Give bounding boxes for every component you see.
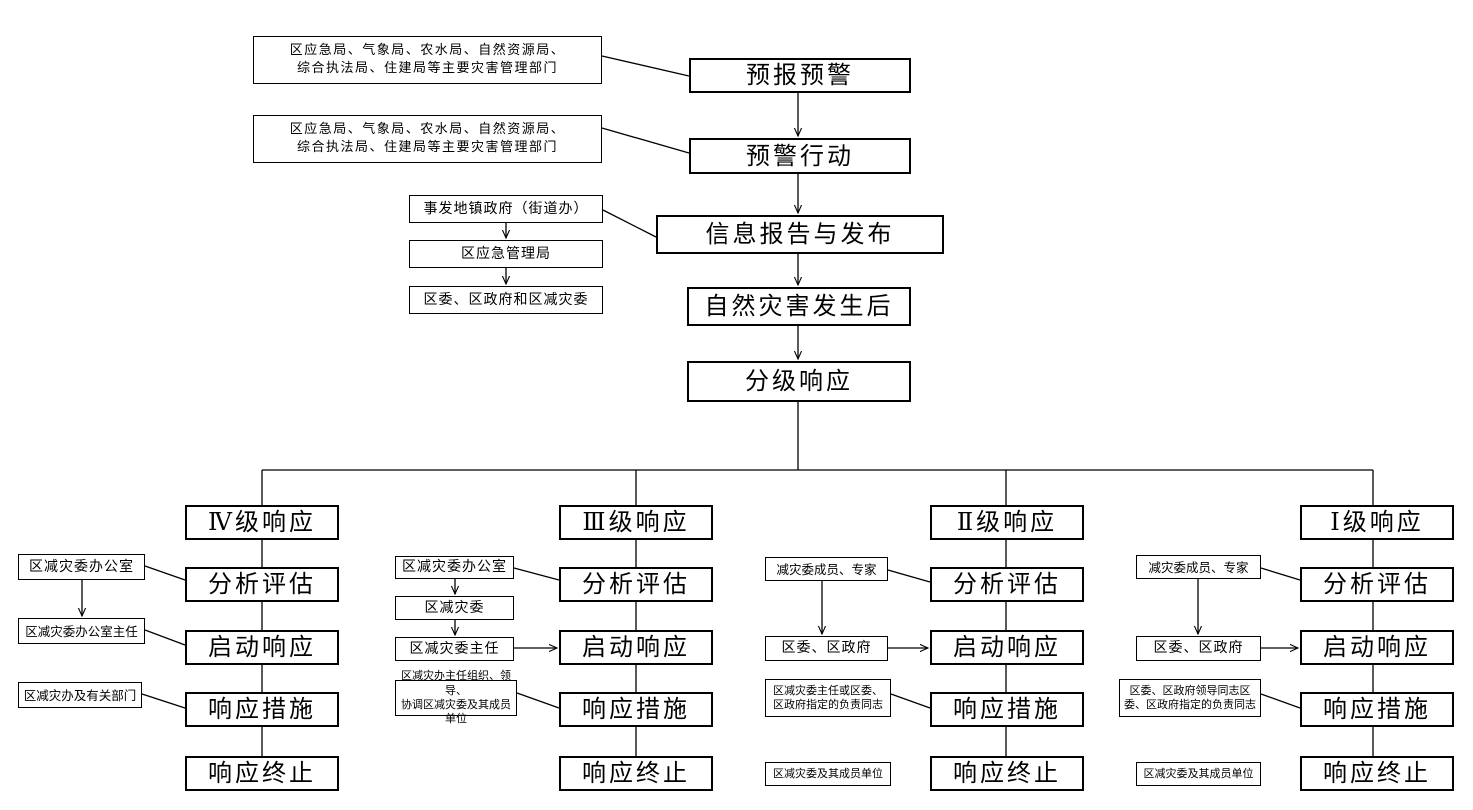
forecast-warning-label: 预报预警: [746, 61, 854, 90]
level-2-title-box: Ⅱ级响应: [930, 505, 1084, 540]
level-2-dept-government-label: 区委、区政府: [781, 640, 872, 657]
level-3-end-box: 响应终止: [559, 756, 713, 791]
level-1-measures-box: 响应措施: [1300, 692, 1454, 727]
level-4-start-label: 启动响应: [208, 633, 316, 662]
level-3-dept-committee-label: 区减灾委: [424, 599, 485, 616]
level-4-dept-related-box: 区减灾办及有关部门: [18, 682, 142, 708]
graded-response-label: 分级响应: [745, 367, 853, 396]
level-1-assess-box: 分析评估: [1300, 567, 1454, 602]
level-3-dept-organize-line-2: 协调区减灾委及其成员单位: [401, 698, 511, 726]
level-1-dept-experts-label: 减灾委成员、专家: [1148, 559, 1249, 575]
action-dept-line-2: 综合执法局、住建局等主要灾害管理部门: [296, 140, 558, 155]
town-government-label: 事发地镇政府（街道办）: [423, 200, 589, 217]
level-1-dept-members-label: 区减灾委及其成员单位: [1143, 766, 1254, 780]
graded-response-box: 分级响应: [687, 361, 911, 402]
level-4-end-box: 响应终止: [185, 756, 339, 791]
info-report-box: 信息报告与发布: [656, 215, 944, 254]
town-government-box: 事发地镇政府（街道办）: [409, 195, 603, 223]
level-2-dept-members-box: 区减灾委及其成员单位: [765, 762, 891, 786]
district-committee-label: 区委、区政府和区减灾委: [423, 291, 589, 308]
level-3-measures-box: 响应措施: [559, 692, 713, 727]
level-3-title: Ⅲ级响应: [582, 508, 690, 537]
level-4-end-label: 响应终止: [208, 759, 316, 788]
level-3-measures-label: 响应措施: [582, 695, 690, 724]
level-3-assess-label: 分析评估: [582, 570, 690, 599]
level-3-dept-organize-line-1: 区减灾办主任组织、领导、: [401, 669, 511, 697]
level-4-title: Ⅳ级响应: [208, 508, 316, 537]
level-1-dept-leader-line-2: 委、区政府指定的负责同志: [1124, 698, 1256, 711]
level-4-dept-related-label: 区减灾办及有关部门: [23, 687, 137, 703]
level-3-dept-office-box: 区减灾委办公室: [395, 556, 514, 579]
level-2-measures-box: 响应措施: [930, 692, 1084, 727]
level-3-dept-organize-box: 区减灾办主任组织、领导、 协调区减灾委及其成员单位: [395, 669, 517, 725]
level-4-measures-label: 响应措施: [208, 695, 316, 724]
level-2-title: Ⅱ级响应: [956, 508, 1058, 537]
action-dept-box: 区应急局、气象局、农水局、自然资源局、 综合执法局、住建局等主要灾害管理部门: [253, 115, 602, 163]
emergency-bureau-label: 区应急管理局: [461, 245, 551, 262]
level-3-start-label: 启动响应: [582, 633, 690, 662]
level-2-dept-leader-box: 区减灾委主任或区委、 区政府指定的负责同志: [765, 679, 891, 717]
level-4-dept-office-label: 区减灾委办公室: [29, 558, 134, 575]
level-1-title: Ⅰ级响应: [1330, 508, 1424, 537]
level-1-start-box: 启动响应: [1300, 630, 1454, 665]
level-2-end-box: 响应终止: [930, 756, 1084, 791]
level-4-dept-director-label: 区减灾委办公室主任: [25, 623, 138, 639]
district-committee-box: 区委、区政府和区减灾委: [409, 286, 603, 314]
level-4-assess-label: 分析评估: [208, 570, 316, 599]
level-4-dept-office-box: 区减灾委办公室: [18, 554, 145, 580]
level-2-dept-experts-box: 减灾委成员、专家: [765, 557, 888, 581]
level-2-measures-label: 响应措施: [953, 695, 1061, 724]
level-4-dept-director-box: 区减灾委办公室主任: [18, 618, 145, 644]
level-3-assess-box: 分析评估: [559, 567, 713, 602]
level-2-dept-leader-line-1: 区减灾委主任或区委、: [773, 683, 883, 697]
level-3-dept-committee-box: 区减灾委: [395, 596, 514, 620]
forecast-dept-box: 区应急局、气象局、农水局、自然资源局、 综合执法局、住建局等主要灾害管理部门: [253, 36, 602, 84]
level-3-title-box: Ⅲ级响应: [559, 505, 713, 540]
action-dept-line-1: 区应急局、气象局、农水局、自然资源局、: [289, 122, 566, 138]
level-2-start-box: 启动响应: [930, 630, 1084, 665]
forecast-warning-box: 预报预警: [689, 58, 911, 93]
level-1-assess-label: 分析评估: [1323, 570, 1431, 599]
level-1-measures-label: 响应措施: [1323, 695, 1431, 724]
level-2-dept-leader-line-2: 区政府指定的负责同志: [773, 698, 883, 711]
level-1-title-box: Ⅰ级响应: [1300, 505, 1454, 540]
level-1-dept-leader-line-1: 区委、区政府领导同志区: [1129, 683, 1251, 697]
level-1-start-label: 启动响应: [1323, 633, 1431, 662]
level-4-measures-box: 响应措施: [185, 692, 339, 727]
level-2-dept-experts-label: 减灾委成员、专家: [776, 561, 877, 577]
emergency-bureau-box: 区应急管理局: [409, 240, 603, 268]
level-1-dept-government-box: 区委、区政府: [1136, 636, 1261, 661]
after-disaster-box: 自然灾害发生后: [687, 287, 911, 326]
level-2-assess-box: 分析评估: [930, 567, 1084, 602]
level-1-end-label: 响应终止: [1323, 759, 1431, 788]
level-1-dept-government-label: 区委、区政府: [1153, 640, 1244, 657]
warning-action-box: 预警行动: [689, 138, 911, 174]
forecast-dept-line-1: 区应急局、气象局、农水局、自然资源局、: [289, 43, 566, 59]
level-4-start-box: 启动响应: [185, 630, 339, 665]
level-3-dept-office-label: 区减灾委办公室: [402, 559, 507, 576]
level-1-dept-leader-box: 区委、区政府领导同志区 委、区政府指定的负责同志: [1119, 679, 1261, 717]
level-1-end-box: 响应终止: [1300, 756, 1454, 791]
after-disaster-label: 自然灾害发生后: [704, 292, 894, 321]
level-2-end-label: 响应终止: [953, 759, 1061, 788]
warning-action-label: 预警行动: [746, 141, 854, 170]
level-2-assess-label: 分析评估: [953, 570, 1061, 599]
level-1-dept-members-box: 区减灾委及其成员单位: [1136, 762, 1261, 786]
info-report-label: 信息报告与发布: [705, 220, 895, 249]
level-3-dept-director-label: 区减灾委主任: [409, 640, 500, 657]
level-4-assess-box: 分析评估: [185, 567, 339, 602]
level-3-end-label: 响应终止: [582, 759, 690, 788]
level-3-dept-director-box: 区减灾委主任: [395, 637, 514, 661]
level-2-dept-government-box: 区委、区政府: [765, 636, 888, 661]
level-2-dept-members-label: 区减灾委及其成员单位: [773, 766, 883, 780]
level-1-dept-experts-box: 减灾委成员、专家: [1136, 555, 1261, 579]
level-2-start-label: 启动响应: [953, 633, 1061, 662]
level-3-start-box: 启动响应: [559, 630, 713, 665]
forecast-dept-line-2: 综合执法局、住建局等主要灾害管理部门: [296, 61, 558, 76]
level-4-title-box: Ⅳ级响应: [185, 505, 339, 540]
